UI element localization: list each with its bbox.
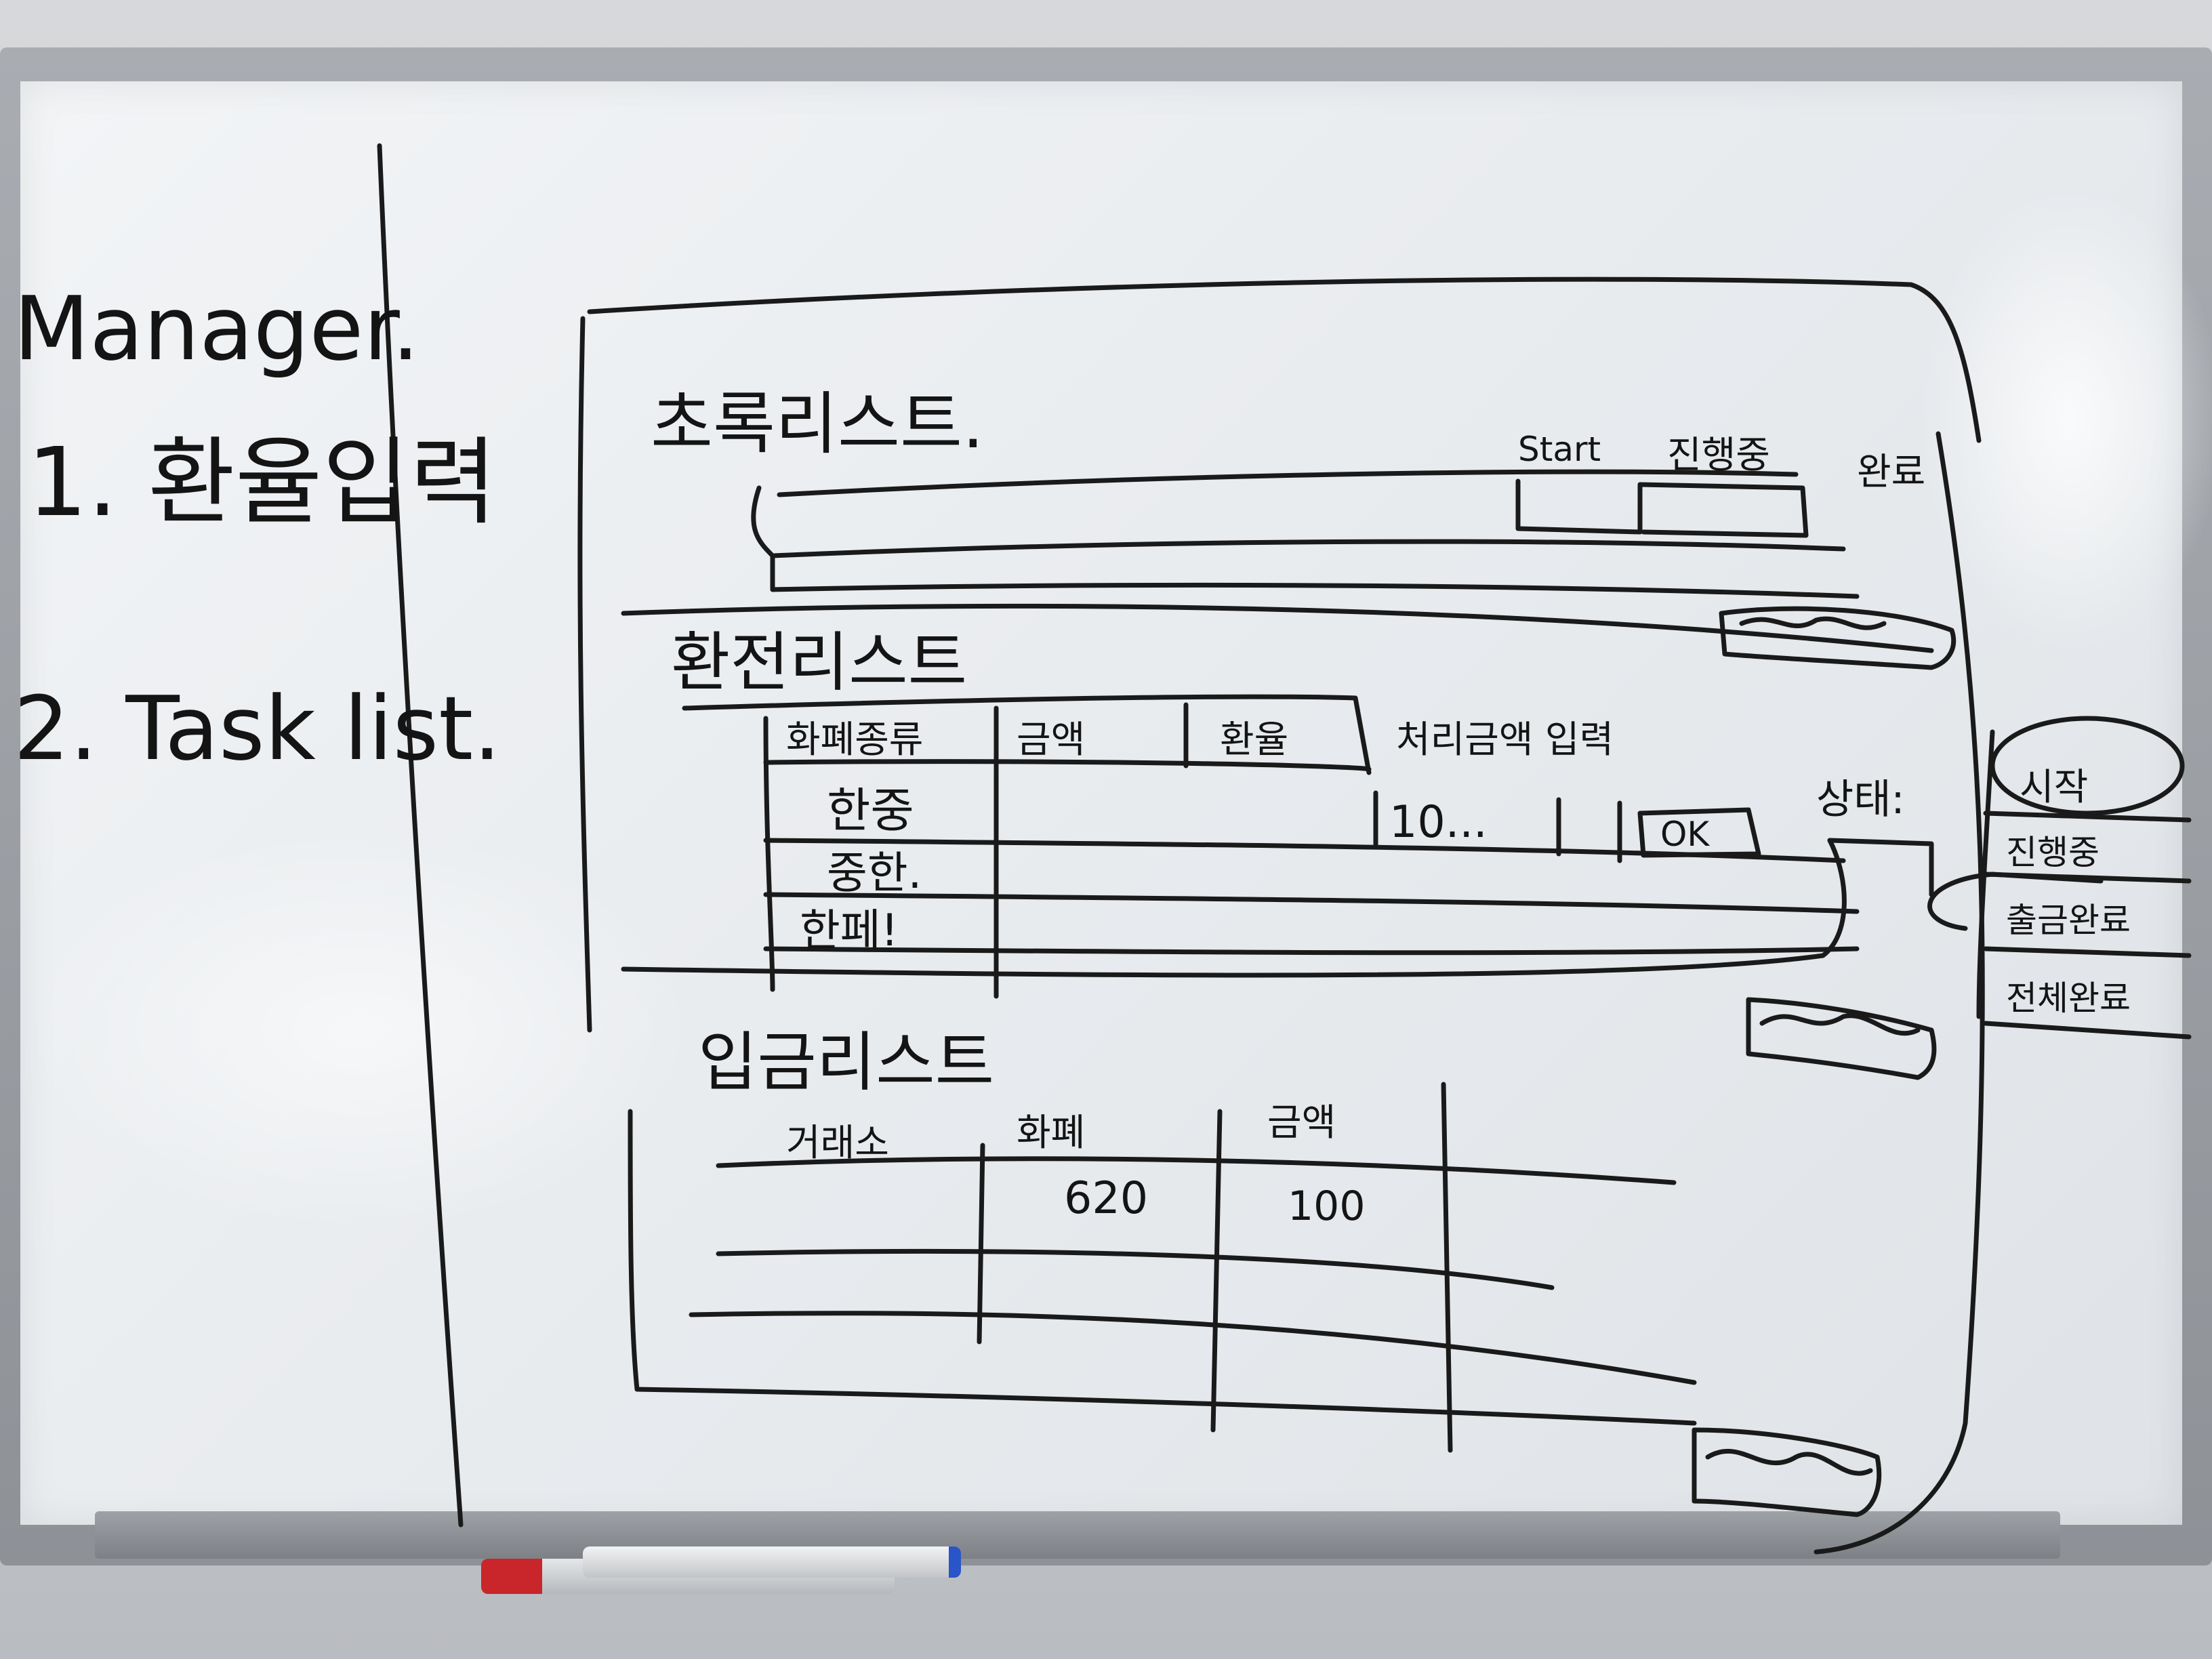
section3-header-exchange: 거래소 xyxy=(786,1121,889,1164)
light-glare-right xyxy=(1918,183,2212,657)
section2-header-row xyxy=(763,759,1372,772)
section1-title: 초록리스트. xyxy=(651,384,984,464)
section2-row3 xyxy=(763,946,1860,956)
section2-header-amount: 금액 xyxy=(1017,718,1085,761)
status-done: 완료 xyxy=(1857,450,1925,493)
section2-header-currency: 화폐종류 xyxy=(786,718,923,761)
section2-bottom xyxy=(621,838,1847,978)
status-line3 xyxy=(1983,946,2192,958)
section1-row xyxy=(751,485,1846,558)
section3-frame xyxy=(628,1109,1697,1426)
section3-value-amount: 100 xyxy=(1288,1183,1366,1230)
section2-header-rate: 환율 xyxy=(1220,718,1288,761)
more-box-1 xyxy=(1719,606,1957,670)
status-label: 상태: xyxy=(1816,776,1905,823)
status-connector xyxy=(1827,838,1934,897)
section2-topline xyxy=(682,694,1358,711)
section3-header-currency: 화폐 xyxy=(1017,1111,1085,1154)
section2-input-value: 10... xyxy=(1389,797,1488,848)
section3-header-amount: 금액 xyxy=(1267,1101,1336,1144)
section3-title: 입금리스트 xyxy=(698,1025,994,1100)
more-box-3 xyxy=(1692,1427,1882,1517)
status-option-withdrawn: 출금완료 xyxy=(2006,901,2131,940)
section2-col3 xyxy=(1353,695,1372,775)
section2-row-1: 한중 xyxy=(827,783,914,838)
section1-row2 xyxy=(770,553,1860,599)
status-bubble xyxy=(1927,872,2104,931)
progress-box xyxy=(1637,482,1809,538)
section2-title: 환전리스트 xyxy=(671,626,967,700)
note-item1: 1. 환율입력 xyxy=(27,428,497,538)
ok-box xyxy=(1637,807,1761,858)
more-scribble-1 xyxy=(1739,616,1887,630)
mockup-right-edge xyxy=(1814,431,1985,1555)
status-option-complete: 전체완료 xyxy=(2006,979,2131,1018)
section2-ok-label: OK xyxy=(1660,815,1710,854)
section2-header-input: 처리금액 입력 xyxy=(1396,718,1614,761)
more-label-1: more xyxy=(1755,623,1826,654)
section1-bottom xyxy=(621,603,1934,653)
note-heading: Manager. xyxy=(14,277,419,380)
section2-row-2: 중한. xyxy=(827,848,922,899)
more-box-2 xyxy=(1746,997,1937,1080)
mockup-top-edge xyxy=(587,276,1982,443)
section2-row2 xyxy=(763,892,1860,914)
section3-row1 xyxy=(716,1249,1555,1290)
note-item2: 2. Task list. xyxy=(14,677,501,780)
left-divider-line xyxy=(377,143,464,1528)
section3-row2 xyxy=(689,1311,1697,1385)
status-option-progress: 진행중 xyxy=(2006,833,2100,872)
mockup-left-edge xyxy=(577,316,592,1033)
status-list-edge xyxy=(1976,729,1995,1019)
marker-tray xyxy=(95,1511,2060,1559)
status-line1 xyxy=(1983,811,2192,823)
section1-line xyxy=(777,469,1799,497)
start-box xyxy=(1515,478,1643,535)
section3-header xyxy=(716,1156,1677,1185)
status-option-start: 시작 xyxy=(2020,765,2088,808)
blue-marker xyxy=(583,1547,961,1578)
status-progress: 진행중 xyxy=(1667,433,1770,476)
more-scribble-2 xyxy=(1759,1013,1921,1036)
section2-row-3: 한페! xyxy=(800,905,899,956)
more-scribble-3 xyxy=(1705,1448,1873,1476)
section3-col3 xyxy=(1441,1082,1453,1453)
status-circle xyxy=(1990,716,2185,816)
section3-col2 xyxy=(1210,1109,1223,1433)
status-line4 xyxy=(1983,1021,2192,1040)
section3-value-currency: 620 xyxy=(1064,1173,1148,1224)
status-start: Start xyxy=(1518,430,1601,469)
section3-col1 xyxy=(977,1143,985,1345)
